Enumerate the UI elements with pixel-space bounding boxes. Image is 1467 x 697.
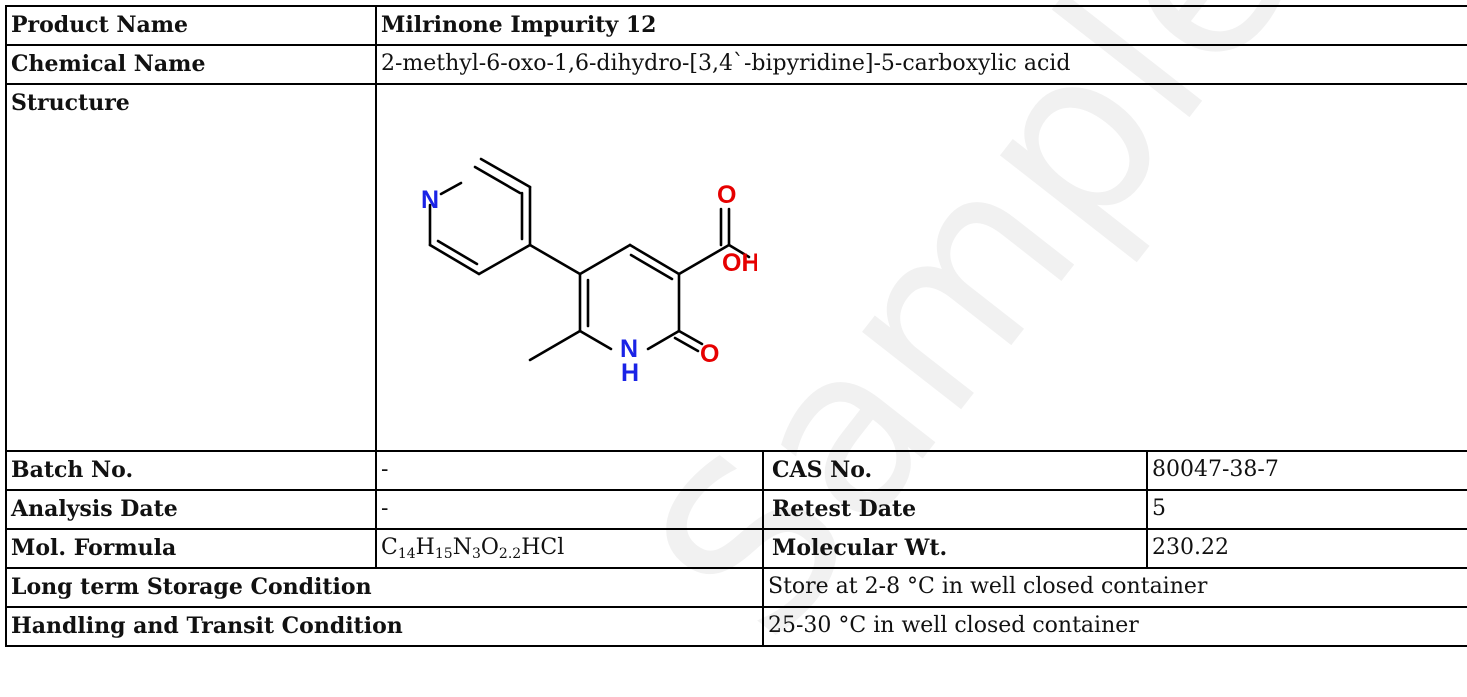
formula-o: O [480, 535, 499, 561]
atom-o-lactam: O [700, 340, 719, 368]
structure-drawing: N O OH N H O [378, 86, 1466, 442]
cas-no-label: CAS No. [762, 450, 1148, 491]
coa-table: Product Name Milrinone Impurity 12 Chemi… [5, 5, 1467, 647]
row-analysis-retest: Analysis Date - Retest Date 5 [5, 489, 1467, 530]
product-name-label: Product Name [5, 5, 377, 46]
formula-hcl: HCl [521, 535, 565, 561]
mol-formula-value: C14H15N3O2.2HCl [375, 528, 764, 569]
retest-date-label: Retest Date [762, 489, 1148, 530]
molecule-structure: N O OH N H O [421, 157, 757, 385]
product-name-value: Milrinone Impurity 12 [374, 5, 1467, 46]
formula-o-count: 2 [498, 546, 508, 563]
chemical-name-label: Chemical Name [5, 44, 377, 85]
formula-dot: . [507, 546, 513, 563]
row-product-name: Product Name Milrinone Impurity 12 [5, 5, 1467, 46]
mol-formula-label: Mol. Formula [5, 528, 377, 569]
row-storage: Long term Storage Condition Store at 2-8… [5, 567, 1467, 608]
molecular-wt-label: Molecular Wt. [762, 528, 1148, 569]
molecular-wt-value: 230.22 [1145, 528, 1467, 569]
formula-c-count: 14 [397, 546, 416, 563]
row-handling: Handling and Transit Condition 25-30 °C … [5, 606, 1467, 647]
atom-nh-h: H [621, 359, 639, 385]
cas-no-value: 80047-38-7 [1145, 450, 1467, 491]
formula-h: H [415, 535, 435, 561]
formula-c: C [381, 535, 398, 561]
batch-no-value: - [375, 450, 764, 491]
row-chemical-name: Chemical Name 2-methyl-6-oxo-1,6-dihydro… [5, 44, 1467, 85]
formula-salt-count: 2 [512, 546, 522, 563]
retest-date-value: 5 [1145, 489, 1467, 530]
formula-n: N [452, 535, 472, 561]
analysis-date-label: Analysis Date [5, 489, 377, 530]
handling-value: 25-30 °C in well closed container [761, 606, 1467, 647]
analysis-date-value: - [375, 489, 764, 530]
batch-no-label: Batch No. [5, 450, 377, 491]
row-structure: Structure [5, 83, 1467, 452]
atom-n-pyridine: N [421, 186, 439, 214]
handling-label: Handling and Transit Condition [5, 606, 764, 647]
atom-nh-n: N [620, 335, 638, 363]
structure-cell: N O OH N H O [374, 83, 1467, 452]
storage-value: Store at 2-8 °C in well closed container [761, 567, 1467, 608]
storage-label: Long term Storage Condition [5, 567, 764, 608]
atom-oh: OH [722, 249, 757, 277]
atom-o-carbonyl: O [717, 181, 736, 209]
chemical-name-value: 2-methyl-6-oxo-1,6-dihydro-[3,4`-bipyrid… [374, 44, 1467, 85]
row-batch-cas: Batch No. - CAS No. 80047-38-7 [5, 450, 1467, 491]
formula-n-count: 3 [471, 546, 481, 563]
formula-h-count: 15 [434, 546, 453, 563]
structure-label: Structure [5, 83, 377, 452]
row-formula-weight: Mol. Formula C14H15N3O2.2HCl Molecular W… [5, 528, 1467, 569]
